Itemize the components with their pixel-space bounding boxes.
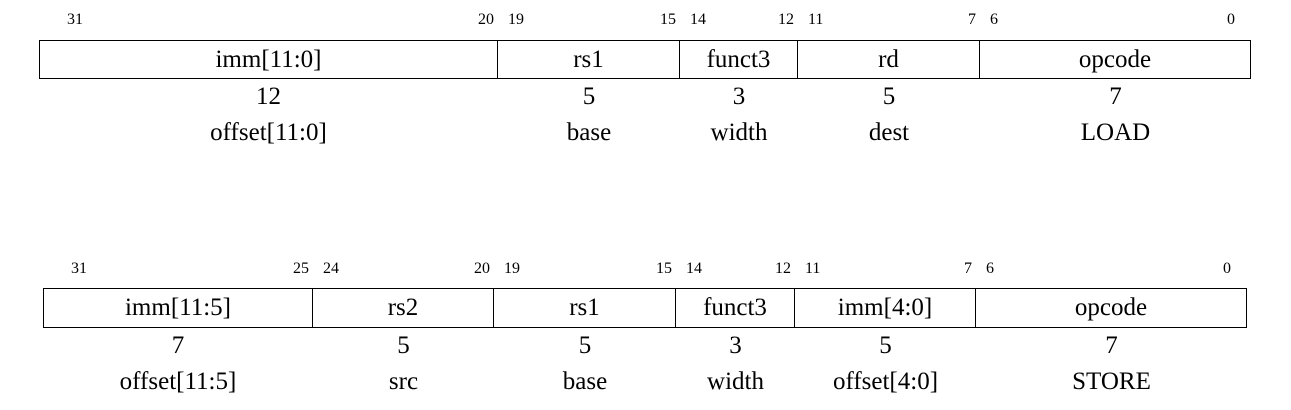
field-description: LOAD <box>1080 119 1151 146</box>
bit-low-label: 7 <box>968 11 976 28</box>
field-box: rd <box>797 40 980 79</box>
field-width: 5 <box>582 83 596 110</box>
bit-low-label: 25 <box>293 260 309 277</box>
bit-low-label: 0 <box>1227 11 1235 28</box>
field-width: 5 <box>397 332 410 359</box>
bit-low-label: 15 <box>660 11 676 28</box>
bit-low-label: 12 <box>778 11 794 28</box>
field-width: 7 <box>171 332 185 359</box>
bit-high-label: 24 <box>323 260 339 277</box>
bit-low-label: 15 <box>656 260 672 277</box>
bit-high-label: 6 <box>990 11 998 28</box>
field-box: rs1 <box>497 40 680 79</box>
field-box: funct3 <box>679 40 798 79</box>
field-description: src <box>388 368 419 395</box>
field-width: 3 <box>732 83 746 110</box>
field-box: opcode <box>979 40 1251 79</box>
field-width: 3 <box>729 332 742 359</box>
field-width: 5 <box>879 332 892 359</box>
field-description: dest <box>868 119 910 146</box>
field-box: rs2 <box>312 288 494 328</box>
field-description: width <box>710 119 768 146</box>
field-box: funct3 <box>675 288 795 328</box>
bit-low-label: 0 <box>1223 260 1231 277</box>
field-description: offset[11:0] <box>210 119 327 146</box>
field-description: width <box>707 368 764 395</box>
field-box: imm[11:0] <box>39 40 498 79</box>
bit-low-label: 7 <box>964 260 972 277</box>
field-box: rs1 <box>493 288 676 328</box>
bit-high-label: 19 <box>508 11 524 28</box>
bit-high-label: 14 <box>686 260 702 277</box>
bit-high-label: 11 <box>808 11 824 28</box>
bit-high-label: 14 <box>690 11 706 28</box>
field-width: 7 <box>1105 332 1118 359</box>
field-description: base <box>566 119 612 146</box>
bit-high-label: 31 <box>71 260 87 277</box>
field-width: 7 <box>1109 83 1122 110</box>
bit-high-label: 6 <box>986 260 994 277</box>
bit-low-label: 20 <box>478 11 494 28</box>
field-description: STORE <box>1072 368 1151 395</box>
field-box: imm[11:5] <box>43 288 313 328</box>
bit-low-label: 20 <box>474 260 490 277</box>
field-width: 5 <box>578 332 592 359</box>
field-description: offset[11:5] <box>119 368 237 395</box>
field-box: opcode <box>975 288 1247 328</box>
field-description: base <box>562 368 608 395</box>
bit-high-label: 31 <box>67 11 83 28</box>
field-width: 5 <box>882 83 896 110</box>
bit-high-label: 11 <box>805 260 821 277</box>
bit-low-label: 12 <box>775 260 791 277</box>
field-width: 12 <box>256 83 281 110</box>
field-description: offset[4:0] <box>832 368 939 395</box>
field-box: imm[4:0] <box>794 288 976 328</box>
bit-high-label: 19 <box>504 260 520 277</box>
